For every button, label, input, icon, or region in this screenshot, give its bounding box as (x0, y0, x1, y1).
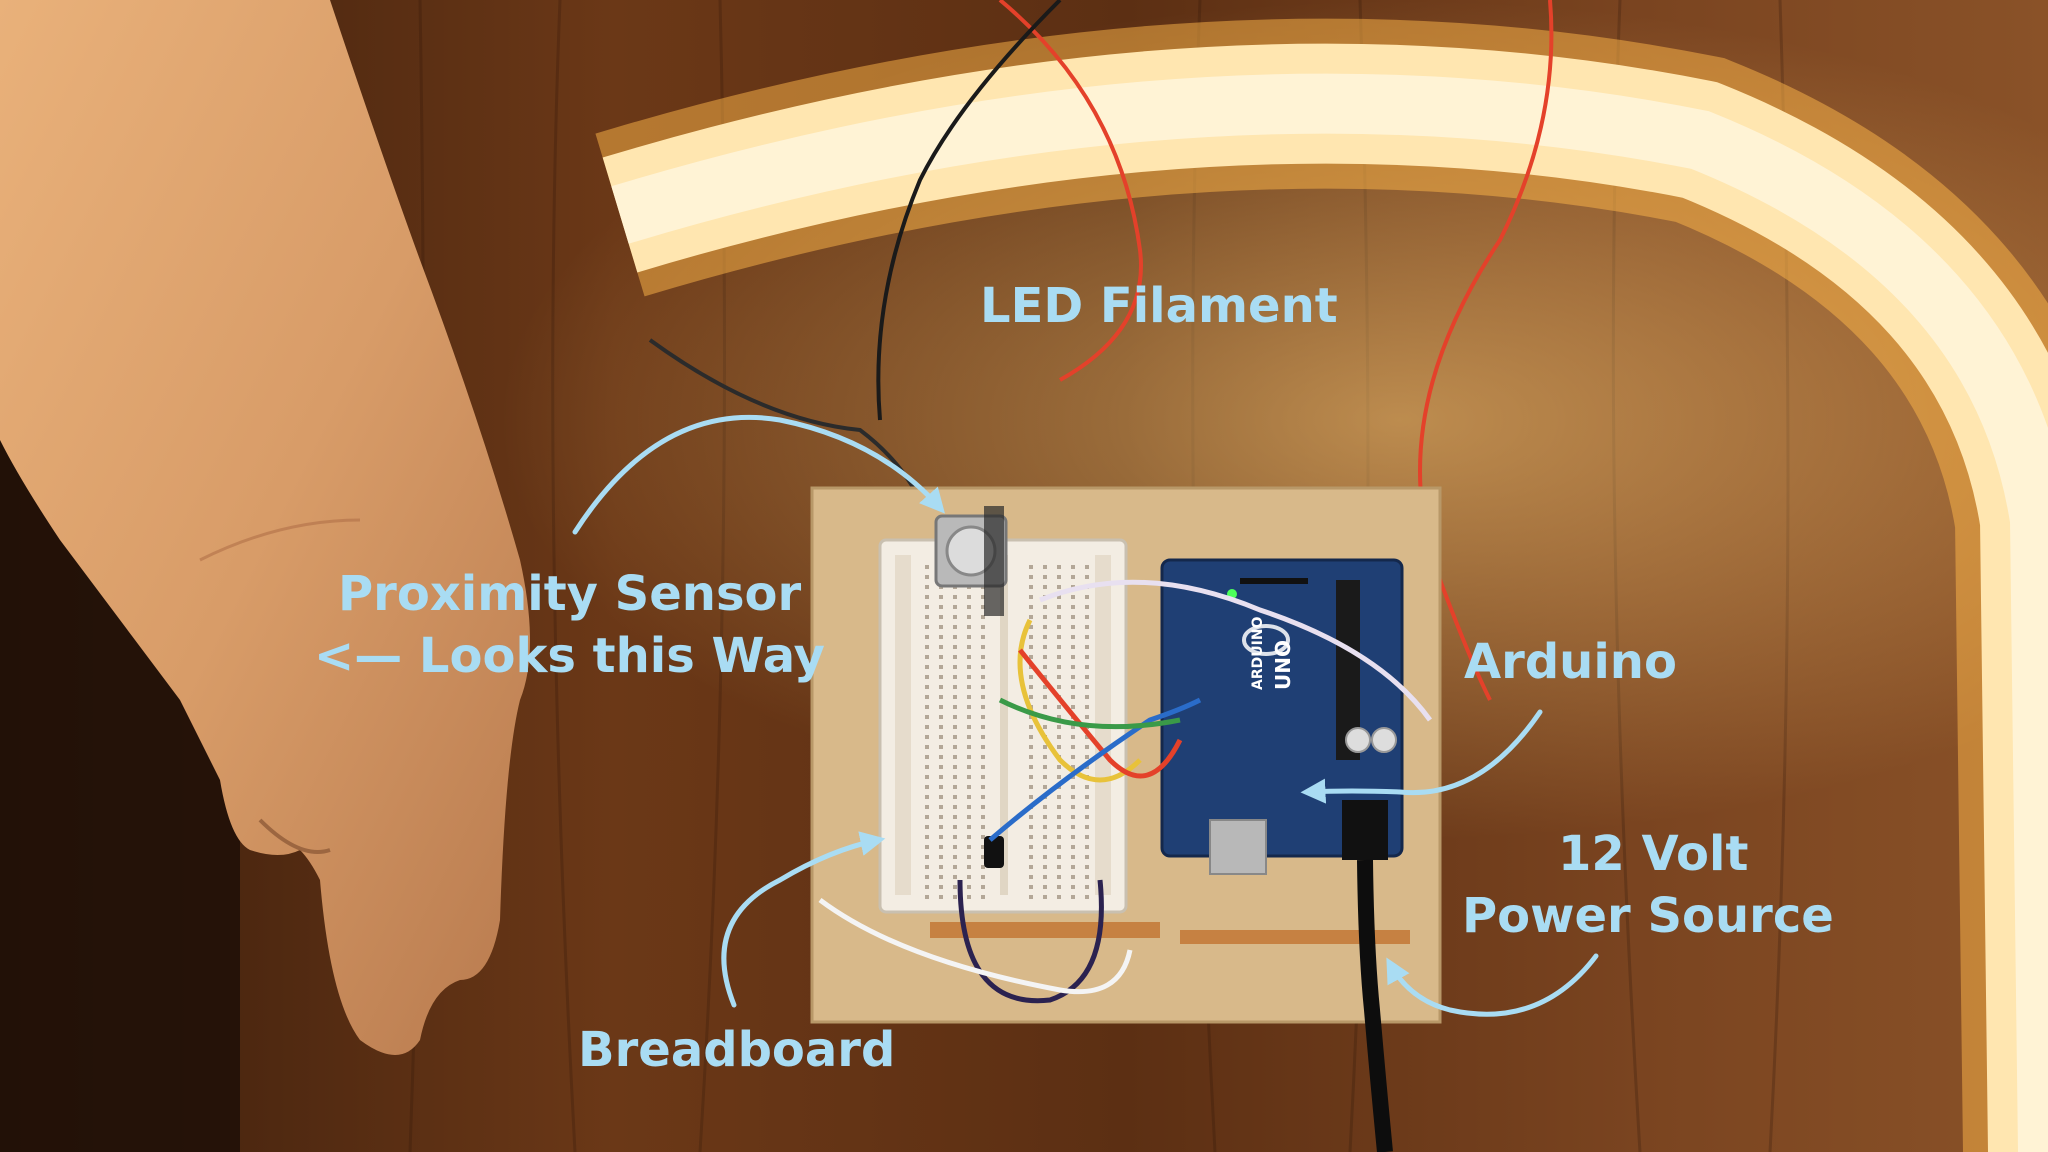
annotation-arrows (572, 414, 1599, 1017)
transistor (984, 836, 1004, 868)
label-power-source: Power Source (1462, 888, 1834, 944)
label-proximity-sensor: Proximity Sensor (338, 566, 802, 622)
label-arduino: Arduino (1464, 634, 1677, 690)
jumper-wires (818, 579, 1433, 1004)
breadboard-arrow (721, 831, 886, 1008)
label-led-filament: LED Filament (980, 278, 1338, 334)
arduino-arrow (1300, 709, 1543, 804)
power-jack (1342, 800, 1388, 860)
label-breadboard: Breadboard (578, 1022, 896, 1078)
arduino-board: ARDUINO UNO (1160, 558, 1404, 875)
proximity-arrow (572, 414, 945, 535)
power-cable (1357, 859, 1393, 1152)
arduino-brand-print: ARDUINO (1250, 616, 1266, 690)
usb-port (1209, 819, 1267, 875)
label-12-volt: 12 Volt (1558, 826, 1749, 882)
label-looks-this-way: <— Looks this Way (314, 628, 825, 684)
power-arrow (1386, 953, 1599, 1017)
hand (0, 0, 530, 1055)
arduino-uno-print: UNO (1271, 640, 1295, 690)
